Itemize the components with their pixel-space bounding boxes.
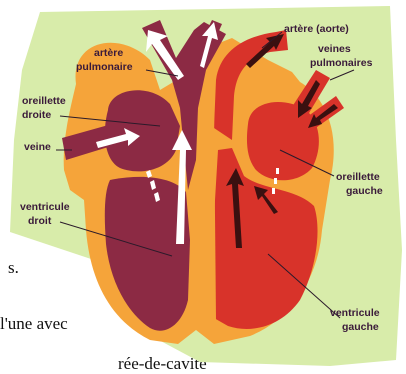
label-ventricule-gauche-1: ventricule	[330, 307, 380, 319]
septum	[196, 110, 216, 330]
label-oreillette-gauche-1: oreillette	[336, 171, 380, 183]
label-veines-pulmonaires-1: veines	[318, 43, 351, 55]
label-ventricule-gauche-2: gauche	[342, 321, 379, 333]
label-oreillette-gauche-2: gauche	[346, 185, 383, 197]
label-veines-pulmonaires-2: pulmonaires	[310, 57, 373, 69]
label-oreillette-droite-1: oreillette	[22, 95, 66, 107]
label-oreillette-droite-2: droite	[22, 109, 51, 121]
label-artere-pulmonaire-1: artère	[94, 47, 123, 59]
label-veine: veine	[24, 141, 51, 153]
label-ventricule-droit-1: ventricule	[20, 201, 70, 213]
label-ventricule-droit-2: droit	[28, 215, 52, 227]
label-artere-pulmonaire-2: pulmonaire	[76, 61, 133, 73]
label-artere-aorte: artère (aorte)	[284, 23, 349, 35]
